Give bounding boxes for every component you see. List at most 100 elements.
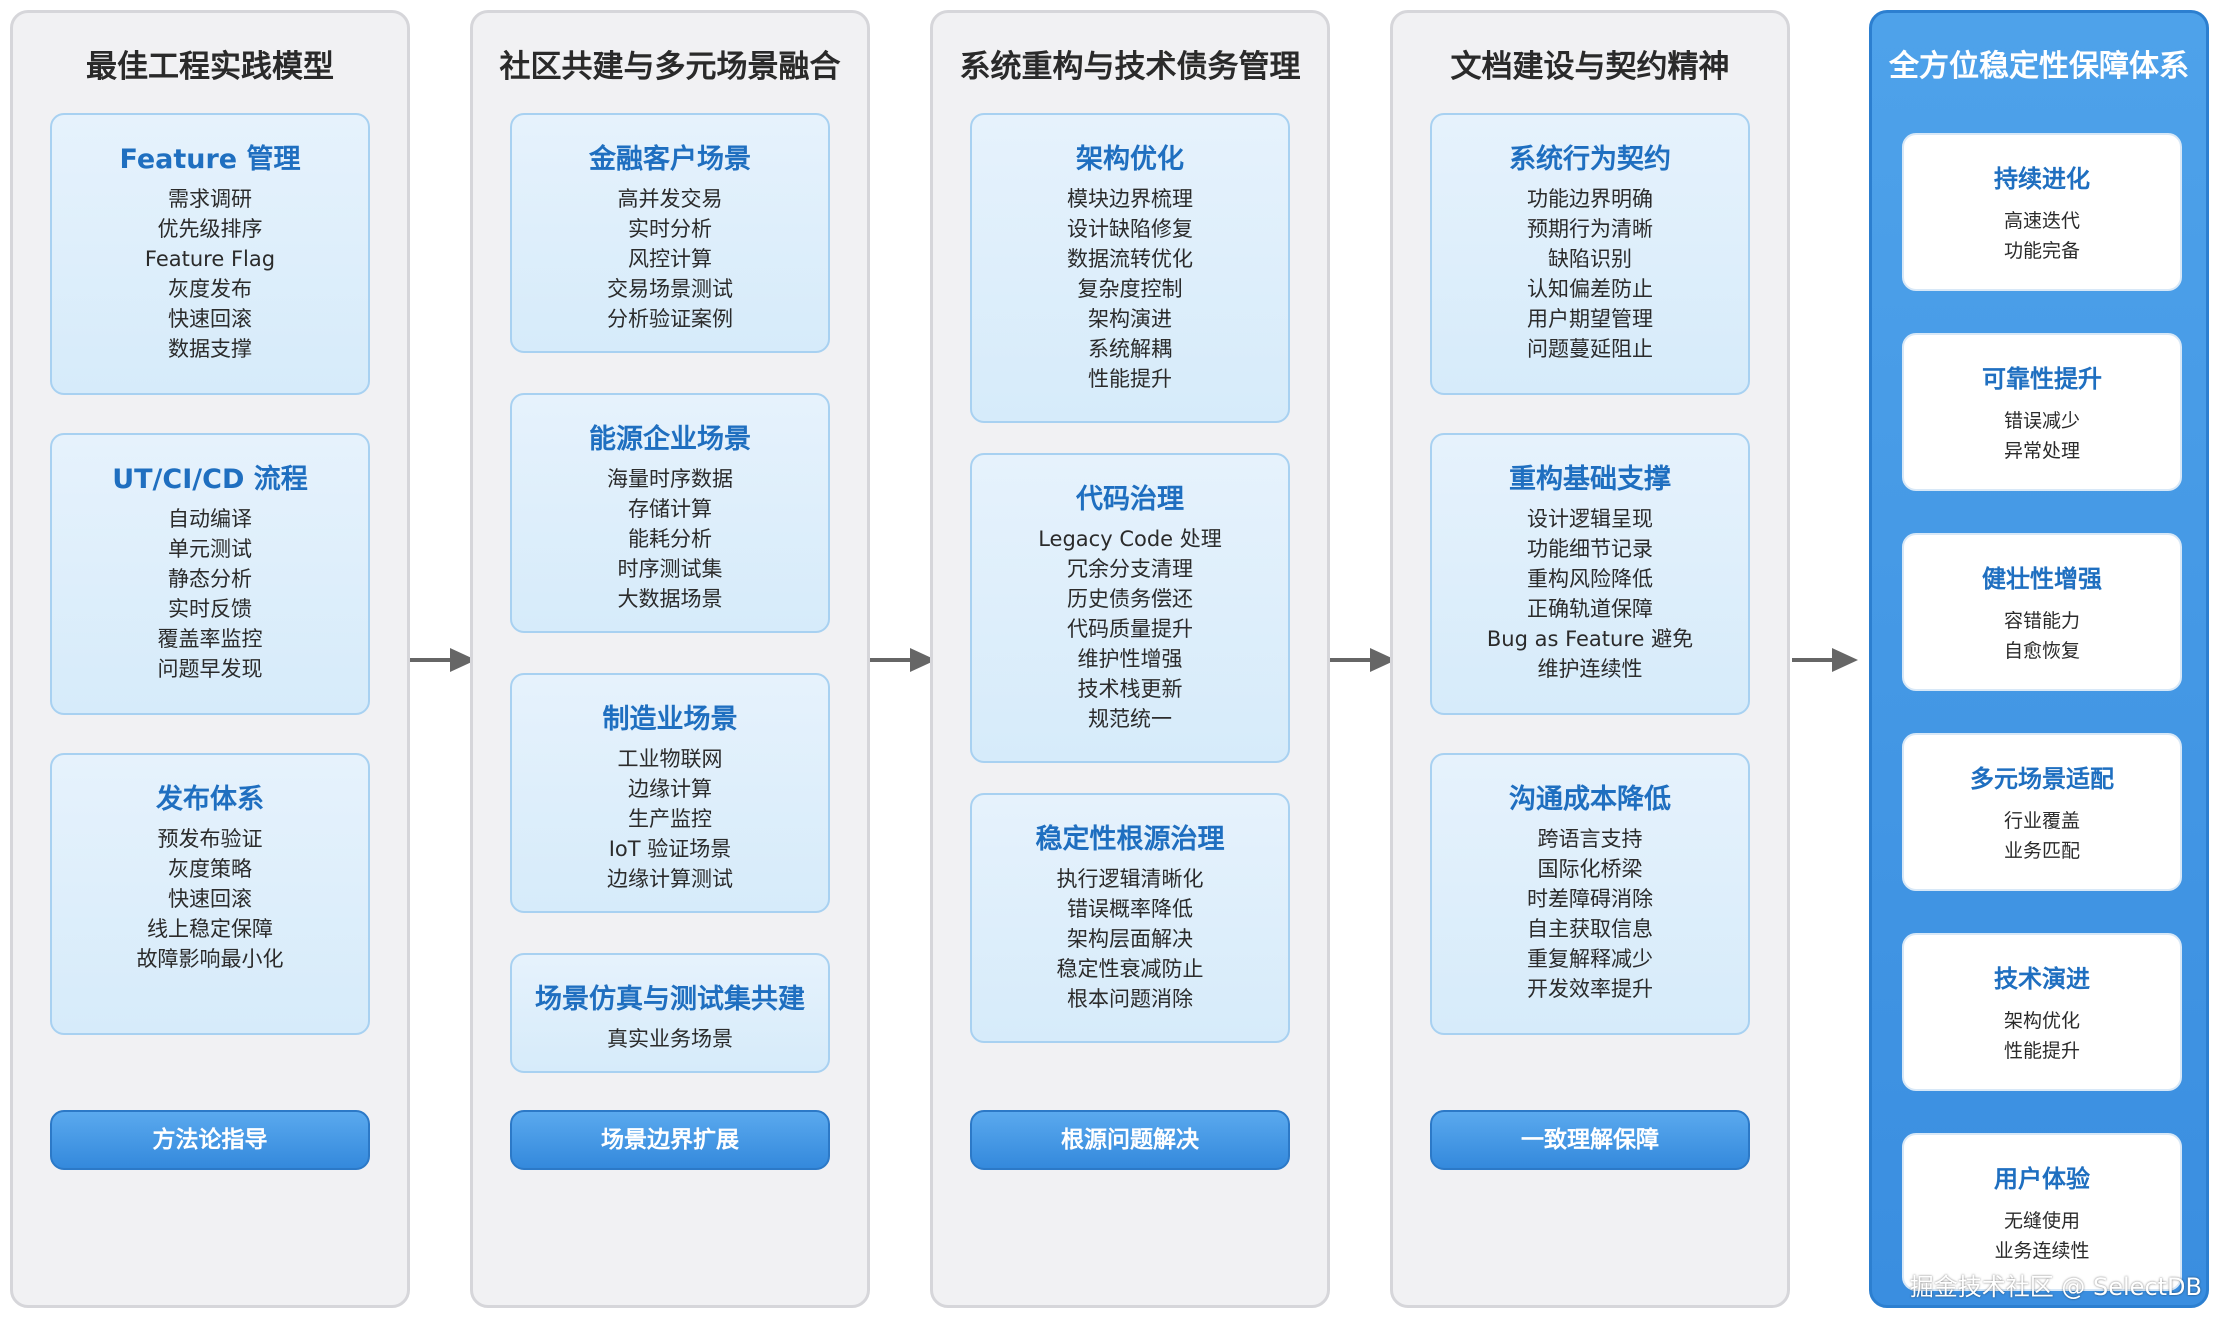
card-ci-cd: UT/CI/CD 流程 自动编译 单元测试 静态分析 实时反馈 覆盖率监控 问题… [50,433,370,715]
flow-arrow-icon [1330,648,1396,672]
card-system-behavior-contract: 系统行为契约 功能边界明确 预期行为清晰 缺陷识别 认知偏差防止 用户期望管理 … [1430,113,1750,395]
card-item: 错误概率降低 [1067,897,1193,921]
card-item: 维护连续性 [1537,657,1643,681]
card-item: 工业物联网 [617,747,723,771]
card-item: 异常处理 [2003,440,2080,462]
card-item: Bug as Feature 避免 [1486,627,1694,651]
card-item: 单元测试 [168,537,252,561]
card-robustness: 健壮性增强 容错能力 自愈恢复 [1902,533,2182,691]
card-item: 自主获取信息 [1527,917,1653,941]
card-item: 设计缺陷修复 [1067,217,1193,241]
card-title: 沟通成本降低 [1509,784,1671,815]
card-item: Feature Flag [144,247,276,271]
card-item: 故障影响最小化 [136,947,284,971]
card-title: 健壮性增强 [1982,565,2102,593]
card-title: 技术演进 [1994,965,2090,993]
card-item: 跨语言支持 [1537,827,1643,851]
card-feature-management: Feature 管理 需求调研 优先级排序 Feature Flag 灰度发布 … [50,113,370,395]
column-title: 最佳工程实践模型 [86,49,334,85]
card-item: 重复解释减少 [1527,947,1653,971]
column-title: 系统重构与技术债务管理 [959,49,1301,85]
card-item: 维护性增强 [1077,647,1183,671]
footer-pill: 方法论指导 [50,1110,370,1170]
card-refactor-foundation: 重构基础支撑 设计逻辑呈现 功能细节记录 重构风险降低 正确轨道保障 Bug a… [1430,433,1750,715]
card-item: 冗余分支清理 [1067,557,1193,581]
card-item: 历史债务偿还 [1067,587,1193,611]
card-item: 生产监控 [628,807,712,831]
card-title: 发布体系 [156,784,264,815]
card-item: 灰度发布 [168,277,252,301]
card-item: 自动编译 [168,507,252,531]
card-item: 大数据场景 [617,587,723,611]
card-item: 数据流转优化 [1067,247,1193,271]
card-item: 国际化桥梁 [1537,857,1643,881]
card-title: 架构优化 [1076,144,1184,175]
card-title: 金融客户场景 [589,144,751,175]
card-item: 快速回滚 [168,887,252,911]
card-multi-scenario: 多元场景适配 行业覆盖 业务匹配 [1902,733,2182,891]
column-community-scenarios: 社区共建与多元场景融合 金融客户场景 高并发交易 实时分析 风控计算 交易场景测… [470,10,870,1308]
card-item: 架构优化 [2003,1010,2080,1032]
card-energy-scenario: 能源企业场景 海量时序数据 存储计算 能耗分析 时序测试集 大数据场景 [510,393,830,633]
column-best-practices: 最佳工程实践模型 Feature 管理 需求调研 优先级排序 Feature F… [10,10,410,1308]
card-item: 功能边界明确 [1527,187,1653,211]
card-item: 架构演进 [1088,307,1172,331]
card-title: 稳定性根源治理 [1035,824,1225,855]
column-stability-assurance: 全方位稳定性保障体系 持续进化 高速迭代 功能完备 可靠性提升 错误减少 异常处… [1869,10,2209,1308]
card-item: 根本问题消除 [1067,987,1193,1011]
card-item: 海量时序数据 [607,467,733,491]
card-item: 高并发交易 [617,187,723,211]
card-item: 开发效率提升 [1527,977,1653,1001]
card-item: 问题早发现 [157,657,263,681]
card-item: 执行逻辑清晰化 [1056,867,1204,891]
card-item: 覆盖率监控 [157,627,263,651]
card-title: 能源企业场景 [589,424,751,455]
card-item: 无缝使用 [2003,1210,2080,1232]
card-item: 自愈恢复 [2003,640,2080,662]
card-item: 预发布验证 [157,827,263,851]
card-item: 系统解耦 [1088,337,1172,361]
card-title: 可靠性提升 [1982,365,2102,393]
footer-pill: 一致理解保障 [1430,1110,1750,1170]
flow-arrow-icon [1792,648,1858,672]
card-item: 能耗分析 [628,527,712,551]
card-title: 制造业场景 [602,704,738,735]
footer-pill: 根源问题解决 [970,1110,1290,1170]
card-item: 正确轨道保障 [1527,597,1653,621]
card-item: 缺陷识别 [1548,247,1632,271]
card-item: 真实业务场景 [607,1027,733,1051]
card-release-system: 发布体系 预发布验证 灰度策略 快速回滚 线上稳定保障 故障影响最小化 [50,753,370,1035]
card-item: 灰度策略 [168,857,252,881]
column-docs-contracts: 文档建设与契约精神 系统行为契约 功能边界明确 预期行为清晰 缺陷识别 认知偏差… [1390,10,1790,1308]
watermark: 掘金技术社区 @ SelectDB [1909,1273,2202,1301]
card-item: 业务连续性 [1994,1240,2090,1262]
card-reliability: 可靠性提升 错误减少 异常处理 [1902,333,2182,491]
card-item: 线上稳定保障 [147,917,273,941]
flow-arrow-icon [870,648,936,672]
card-item: 行业覆盖 [2003,810,2080,832]
card-item: 实时反馈 [168,597,252,621]
card-item: 数据支撑 [168,337,252,361]
card-title: 场景仿真与测试集共建 [535,984,805,1015]
card-simulation-testset: 场景仿真与测试集共建 真实业务场景 [510,953,830,1073]
card-item: 优先级排序 [157,217,263,241]
card-manufacturing-scenario: 制造业场景 工业物联网 边缘计算 生产监控 IoT 验证场景 边缘计算测试 [510,673,830,913]
card-item: 高速迭代 [2003,210,2080,232]
card-communication-cost: 沟通成本降低 跨语言支持 国际化桥梁 时差障碍消除 自主获取信息 重复解释减少 … [1430,753,1750,1035]
card-item: 认知偏差防止 [1527,277,1653,301]
card-item: 静态分析 [168,567,252,591]
card-item: 边缘计算测试 [607,867,733,891]
flow-arrow-icon [410,648,476,672]
card-item: 性能提升 [1088,367,1172,391]
card-title: 代码治理 [1076,484,1184,515]
card-item: 性能提升 [2003,1040,2080,1062]
card-item: 重构风险降低 [1527,567,1653,591]
card-finance-scenario: 金融客户场景 高并发交易 实时分析 风控计算 交易场景测试 分析验证案例 [510,113,830,353]
card-user-experience: 用户体验 无缝使用 业务连续性 [1902,1133,2182,1291]
card-item: Legacy Code 处理 [1038,527,1222,551]
card-item: 规范统一 [1088,707,1172,731]
card-item: 业务匹配 [2003,840,2080,862]
card-item: 复杂度控制 [1077,277,1183,301]
card-item: 用户期望管理 [1527,307,1653,331]
card-item: 风控计算 [628,247,712,271]
